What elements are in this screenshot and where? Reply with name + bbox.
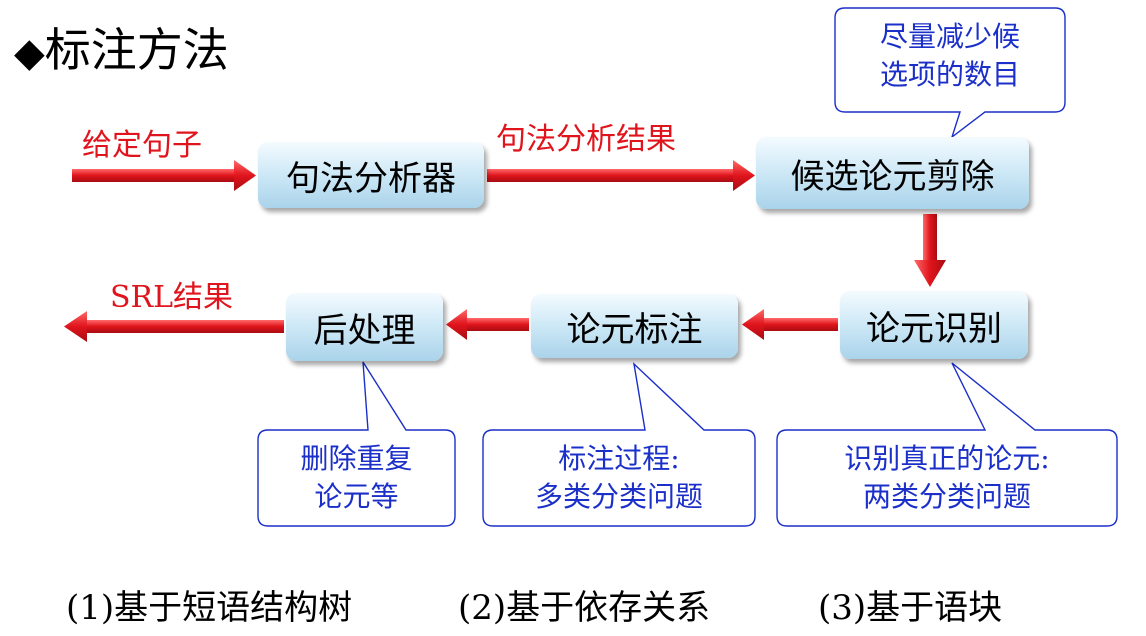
parse-result-arrow xyxy=(487,160,755,191)
box-identify: 论元识别 xyxy=(840,291,1028,359)
box-label: 论元标注 xyxy=(531,294,738,358)
identify-to-label-arrow xyxy=(742,309,838,340)
callout-pruning-outline xyxy=(834,7,1066,139)
callout-pruning: 尽量减少候 选项的数目 xyxy=(836,18,1064,94)
edge-label-parse-result: 句法分析结果 xyxy=(496,122,676,157)
callout-pruning-line-2: 选项的数目 xyxy=(879,58,1020,91)
approach-3: (3)基于语块 xyxy=(818,588,1003,628)
callout-label-outline xyxy=(482,362,756,527)
callout-pruning-line-1: 尽量减少候 xyxy=(879,20,1020,53)
box-post: 后处理 xyxy=(286,293,443,361)
diamond-bullet-icon: ◆ xyxy=(14,30,45,76)
callout-label-line-2: 多类分类问题 xyxy=(534,480,703,513)
box-pruning: 候选论元剪除 xyxy=(756,137,1029,209)
slide-title: ◆标注方法 xyxy=(14,14,229,80)
callout-post-line-2: 论元等 xyxy=(314,480,399,513)
edge-label-output: SRL结果 xyxy=(110,280,234,315)
callout-identify-outline xyxy=(776,362,1118,527)
callout-label-line-1: 标注过程: xyxy=(558,442,680,475)
slide-title-text: 标注方法 xyxy=(44,23,229,77)
edge-label-input: 给定句子 xyxy=(82,128,202,163)
label-to-post-arrow xyxy=(446,309,529,340)
approach-1: (1)基于短语结构树 xyxy=(66,588,353,628)
callout-identify-line-2: 两类分类问题 xyxy=(862,480,1031,513)
callout-post-line-1: 删除重复 xyxy=(300,442,413,475)
approach-2: (2)基于依存关系 xyxy=(458,588,711,628)
input-arrow xyxy=(72,160,256,191)
callout-identify: 识别真正的论元: 两类分类问题 xyxy=(778,440,1116,516)
callout-post-outline xyxy=(257,361,456,527)
callout-post: 删除重复 论元等 xyxy=(259,440,454,516)
box-parser: 句法分析器 xyxy=(258,142,484,208)
callout-identify-line-1: 识别真正的论元: xyxy=(844,442,1050,475)
callout-label: 标注过程: 多类分类问题 xyxy=(484,440,754,516)
output-arrow xyxy=(64,311,284,342)
down-arrow xyxy=(914,214,946,287)
